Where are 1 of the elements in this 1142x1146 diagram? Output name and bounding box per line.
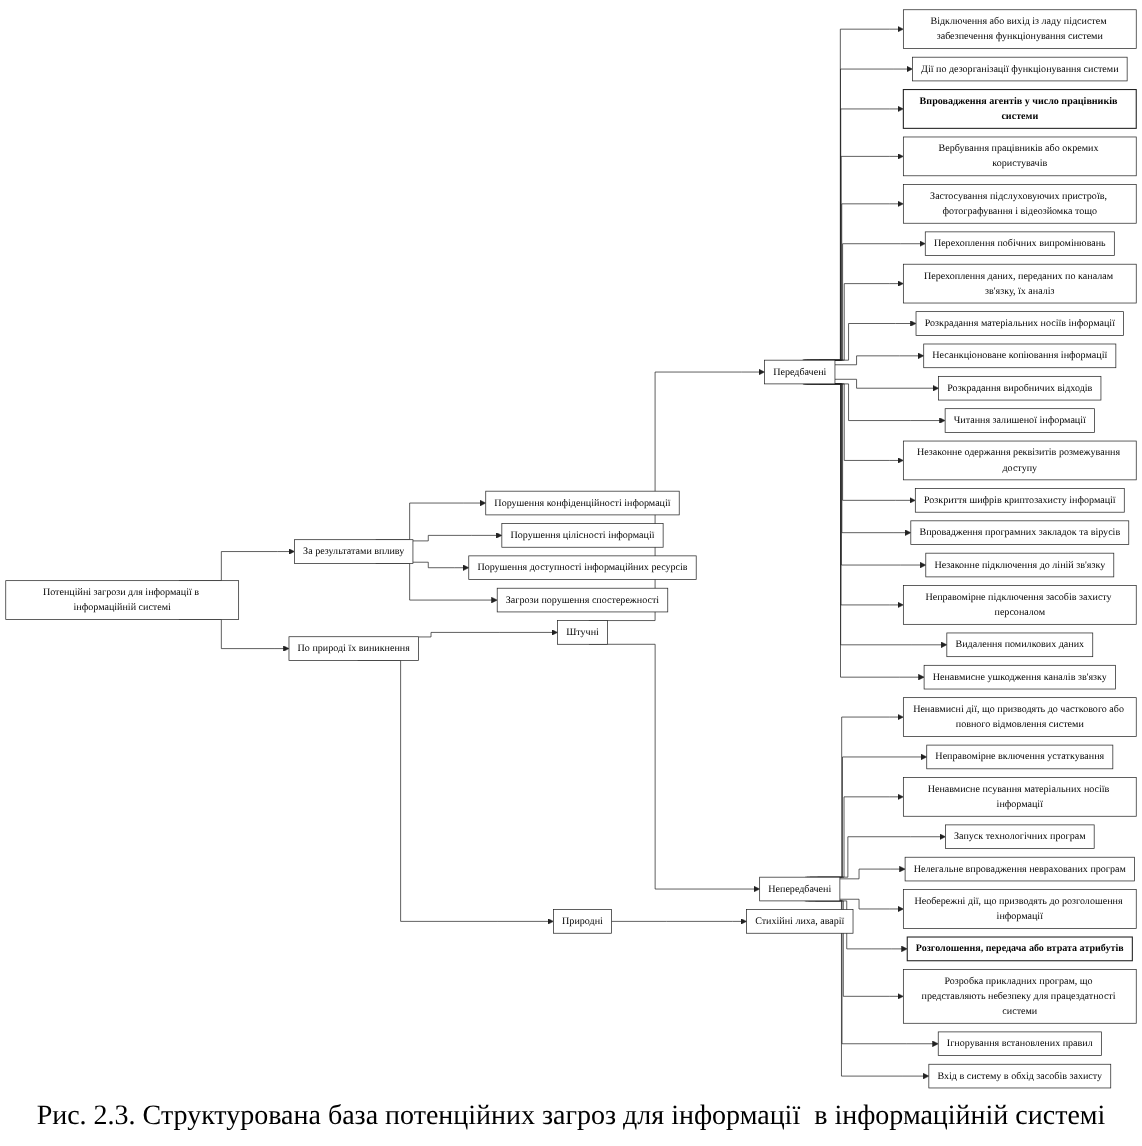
figure-caption: Рис. 2.3. Структурована база потенційних загроз для інформації в інформаційній системі bbox=[34, 1100, 1108, 1136]
